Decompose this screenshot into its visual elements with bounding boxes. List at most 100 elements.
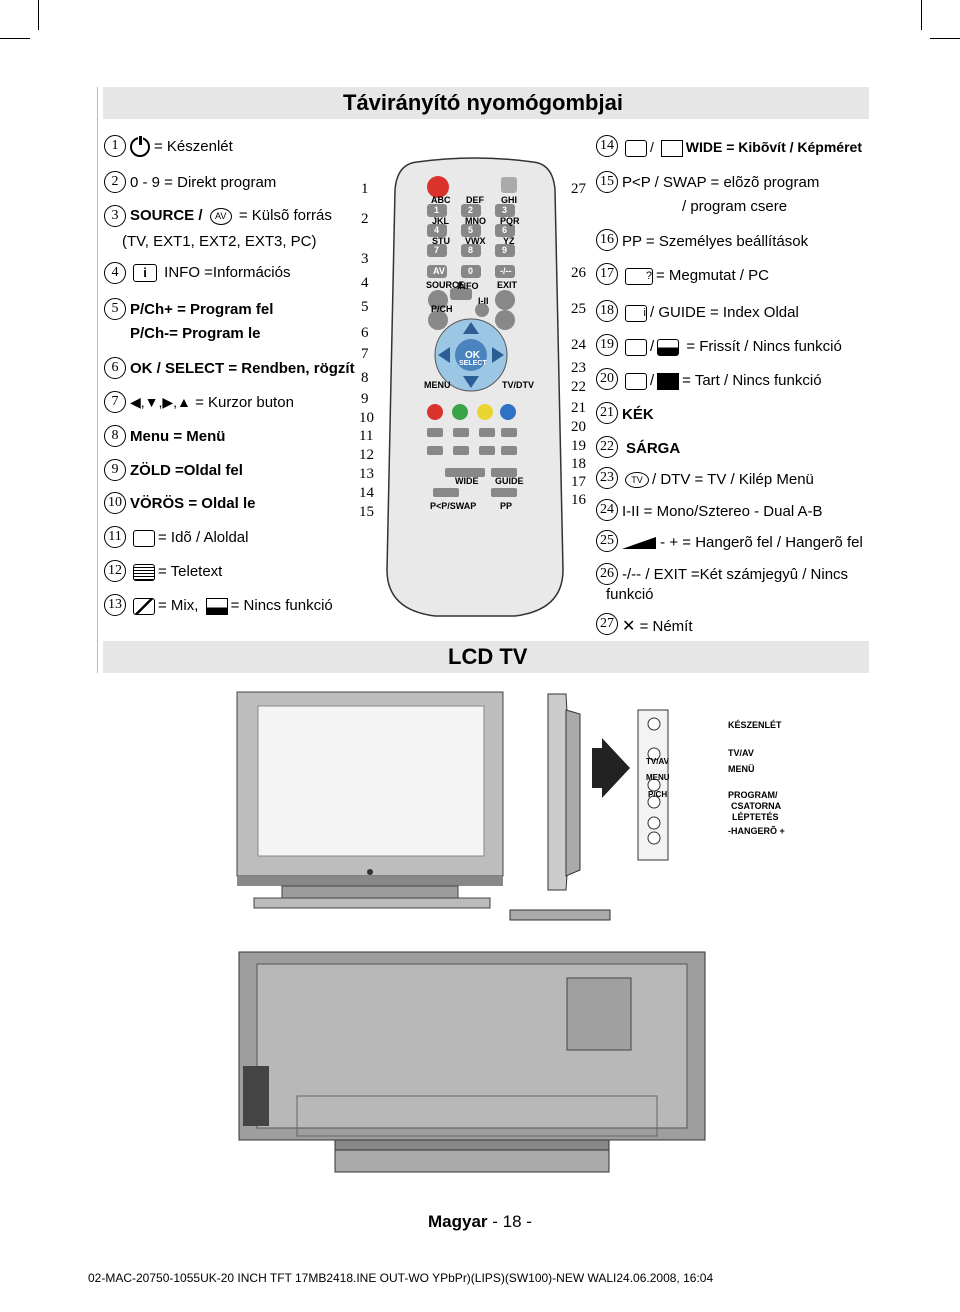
callout-number: 18 [571, 456, 586, 472]
right-item-24: I-II = Mono/Sztereo - Dual A-B [622, 503, 823, 520]
key-label: 1 [434, 205, 440, 215]
item-number: 17 [596, 263, 618, 285]
callout-number: 13 [359, 466, 374, 482]
callout-number: 27 [571, 181, 586, 197]
right-item-19: / = Frissít / Nincs funkció [622, 338, 842, 356]
left-item-4: i INFO =Információs [130, 264, 290, 283]
info-icon: i [133, 264, 157, 283]
callout-number: 9 [361, 391, 369, 407]
arrow-icons: ◀,▼,▶,▲ [130, 394, 191, 410]
callout-number: 2 [361, 211, 369, 227]
right-item-17: ?= Megmutat / PC [622, 267, 769, 285]
right-item-14: / WIDE = Kibõvít / Képméret [622, 139, 862, 157]
callout-number: 23 [571, 360, 586, 376]
lcd-title: LCD TV [448, 644, 528, 669]
side-label: CSATORNA [731, 801, 782, 811]
side-button-label: TV/AV [646, 757, 669, 766]
item-number: 11 [104, 526, 126, 548]
item-number: 3 [104, 205, 126, 227]
key-label: 6 [502, 225, 508, 235]
wide-icon [660, 139, 683, 157]
item-number: 25 [596, 530, 618, 552]
callout-number: 12 [359, 447, 374, 463]
item-number: 23 [596, 467, 618, 489]
crop-mark [0, 38, 30, 39]
page-title: Távirányító nyomógombjai [343, 90, 623, 115]
item-number: 1 [104, 135, 126, 157]
key-label: 4 [434, 225, 440, 235]
left-item-12: = Teletext [130, 563, 222, 581]
volume-icon [622, 537, 656, 550]
footer-page: Magyar - 18 - [428, 1212, 532, 1232]
update-icon [625, 338, 647, 356]
item-number: 7 [104, 391, 126, 413]
key-label: 3 [502, 205, 508, 215]
callout-number: 22 [571, 379, 586, 395]
right-item-15: P<P / SWAP = elõzõ program [622, 174, 820, 191]
key-label: EXIT [497, 280, 518, 290]
item-number: 2 [104, 171, 126, 193]
crop-mark [38, 0, 39, 30]
item-number: 6 [104, 357, 126, 379]
right-item-16: PP = Személyes beállítások [622, 233, 809, 250]
key-label: TV/DTV [502, 380, 535, 390]
key-label: YZ [503, 236, 515, 246]
item-number: 10 [104, 492, 126, 514]
key-label: -/-- [500, 266, 512, 276]
callout-number: 17 [571, 474, 586, 490]
key-label: SOURCE [426, 280, 465, 290]
item-number: 14 [596, 135, 618, 157]
key-label: AV [433, 266, 445, 276]
left-item-3-line2: (TV, EXT1, EXT2, EXT3, PC) [122, 233, 317, 250]
right-item-27: ✕ = Némít [622, 618, 693, 635]
left-item-3: SOURCE / AV = Külsõ forrás [130, 207, 332, 225]
callout-number: 6 [361, 325, 369, 341]
key-label: 9 [502, 245, 508, 255]
footer-lang: Magyar [428, 1212, 488, 1231]
side-label: KÉSZENLÉT [728, 720, 782, 730]
callout-number: 10 [359, 410, 374, 426]
key-label: JKL [432, 216, 450, 226]
item-number: 4 [104, 262, 126, 284]
tv-icon: TV [625, 472, 649, 489]
right-item-25: - + = Hangerõ fel / Hangerõ fel [622, 534, 863, 551]
reveal-icon: ? [625, 267, 653, 285]
lcd-bar: LCD TV [103, 641, 869, 673]
side-button-label: P/CH [648, 790, 668, 799]
key-label: P<P/SWAP [430, 501, 477, 511]
side-label: -HANGERÕ + [728, 826, 785, 836]
footer-file-info: 02-MAC-20750-1055UK-20 INCH TFT 17MB2418… [88, 1271, 714, 1285]
callout-number: 7 [361, 346, 369, 362]
tv-illustration [236, 691, 669, 921]
side-label: LÉPTETÉS [732, 812, 779, 822]
left-item-8: Menu = Menü [130, 428, 226, 445]
key-label: PP [500, 501, 513, 511]
item-number: 12 [104, 560, 126, 582]
mix-icon [133, 597, 155, 615]
right-item-22: SÁRGA [626, 440, 681, 457]
callout-number: 3 [361, 251, 369, 267]
callout-number: 4 [361, 275, 369, 291]
callout-number: 25 [571, 301, 586, 317]
key-label: VWX [465, 236, 486, 246]
right-item-26: -/-- / EXIT =Két számjegyû / Nincs [622, 566, 849, 583]
item-number: 26 [596, 563, 618, 585]
right-item-23: TV/ DTV = TV / Kilép Menü [622, 471, 814, 489]
item-number: 18 [596, 300, 618, 322]
callout-number: 24 [571, 337, 586, 353]
mute-icon: ✕ [622, 618, 636, 635]
remote-svg [386, 157, 564, 617]
title-bar: Távirányító nyomógombjai [103, 87, 869, 119]
footer-page-number: - 18 - [492, 1212, 532, 1231]
key-label: 7 [434, 245, 440, 255]
crop-mark [921, 0, 922, 30]
item-number: 19 [596, 334, 618, 356]
item-number: 16 [596, 229, 618, 251]
key-label: WIDE [455, 476, 479, 486]
index-icon: i [625, 304, 647, 322]
left-item-7: ◀,▼,▶,▲ = Kurzor buton [130, 394, 294, 411]
right-item-21: KÉK [622, 406, 654, 423]
callout-number: 19 [571, 438, 586, 454]
item-number: 21 [596, 402, 618, 424]
item-number: 13 [104, 594, 126, 616]
